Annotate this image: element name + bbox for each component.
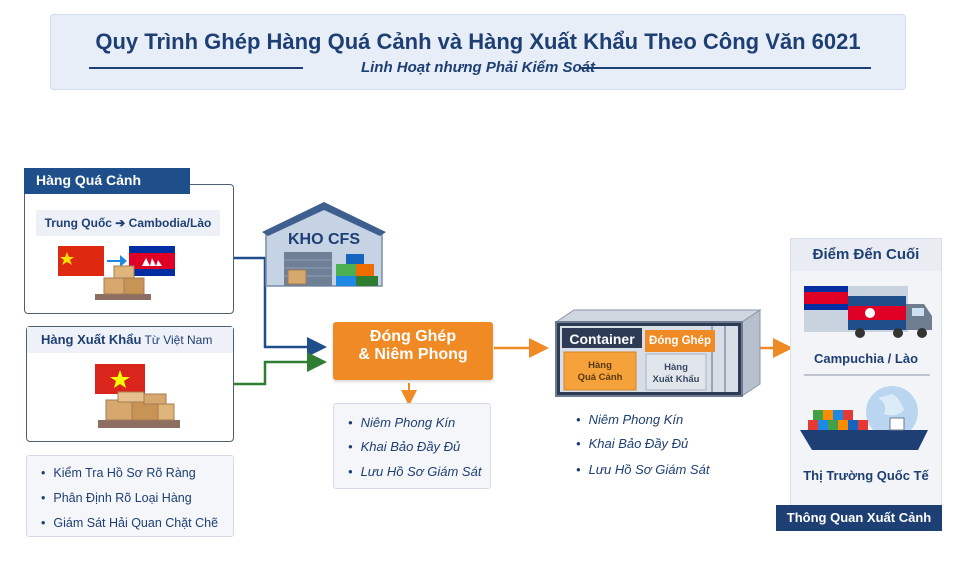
china-flag-icon <box>58 246 104 276</box>
export-goods-label-bold: Hàng Xuất Khẩu <box>41 332 142 347</box>
warehouse-label: KHO CFS <box>288 231 360 248</box>
container-transit-line2: Quá Cảnh <box>577 372 623 383</box>
pallet-boxes-icon <box>95 265 151 300</box>
vietnam-flag-icon <box>95 364 145 394</box>
check-item: Kiểm Tra Hồ Sơ Rõ Ràng <box>41 466 195 480</box>
check-item: Giám Sát Hải Quan Chặt Chẽ <box>41 516 218 530</box>
transit-route-label: Trung Quốc ➔ Cambodia/Lào <box>36 210 220 236</box>
export-clearance-tag: Thông Quan Xuất Cảnh <box>776 505 942 531</box>
subtitle-rule-left <box>89 67 303 69</box>
consolidation-steps: Niêm Phong Kín Khai Bảo Đầy Đủ Lưu Hồ Sơ… <box>333 403 491 489</box>
warehouse-icon <box>262 202 386 287</box>
shipping-container-icon <box>554 309 762 397</box>
subtitle-rule-right <box>579 67 871 69</box>
container-export-line2: Xuất Khẩu <box>652 374 700 385</box>
export-goods-label: Hàng Xuất Khẩu Từ Việt Nam <box>27 327 233 353</box>
page-subtitle: Linh Hoạt nhưng Phải Kiểm Soát <box>360 59 596 76</box>
page-title: Quy Trình Ghép Hàng Quá Cảnh và Hàng Xuấ… <box>95 29 861 54</box>
truck-icon <box>804 286 932 338</box>
consolidation-step: Niêm Phong Kín <box>348 415 456 430</box>
container-export-line1: Hàng <box>664 362 688 373</box>
consolidation-box: Đóng Ghép & Niêm Phong <box>333 322 493 380</box>
container-transit-line1: Hàng <box>588 360 612 371</box>
arrow-right-icon <box>107 255 127 267</box>
container-transit-goods: Hàng Quá Cảnh <box>564 360 636 384</box>
export-goods-label-rest: Từ Việt Nam <box>141 333 213 347</box>
container-export-goods: Hàng Xuất Khẩu <box>646 362 706 386</box>
container-tag: Đóng Ghép <box>649 335 711 347</box>
container-label: Container <box>569 331 635 347</box>
consolidation-line2: & Niêm Phong <box>358 346 468 363</box>
cargo-ship-icon <box>800 386 928 450</box>
transit-goods-label: Hàng Quá Cảnh <box>24 168 190 194</box>
consolidation-step: Khai Bảo Đầy Đủ <box>348 439 461 454</box>
consolidation-line1: Đóng Ghép <box>369 328 457 345</box>
consolidation-step: Lưu Hồ Sơ Giám Sát <box>348 464 482 479</box>
checks-list: Kiểm Tra Hồ Sơ Rõ Ràng Phân Định Rõ Loại… <box>26 455 234 537</box>
destination-cambodia-laos: Campuchia / Lào <box>813 351 919 366</box>
container-steps: Niêm Phong Kín Khai Bảo Đầy Đủ Lưu Hồ Sơ… <box>562 406 748 488</box>
container-step: Lưu Hồ Sơ Giám Sát <box>576 462 710 477</box>
header-banner: Quy Trình Ghép Hàng Quá Cảnh và Hàng Xuấ… <box>50 14 906 90</box>
destination-panel <box>790 238 942 506</box>
export-pallet-icon <box>98 391 180 428</box>
container-step: Khai Bảo Đầy Đủ <box>576 436 689 451</box>
container-step: Niêm Phong Kín <box>576 412 684 427</box>
cambodia-flag-icon <box>129 246 175 276</box>
destination-title: Điểm Đến Cuối <box>791 239 941 271</box>
check-item: Phân Định Rõ Loại Hàng <box>41 491 191 505</box>
destination-international: Thị Trường Quốc Tế <box>803 468 929 483</box>
